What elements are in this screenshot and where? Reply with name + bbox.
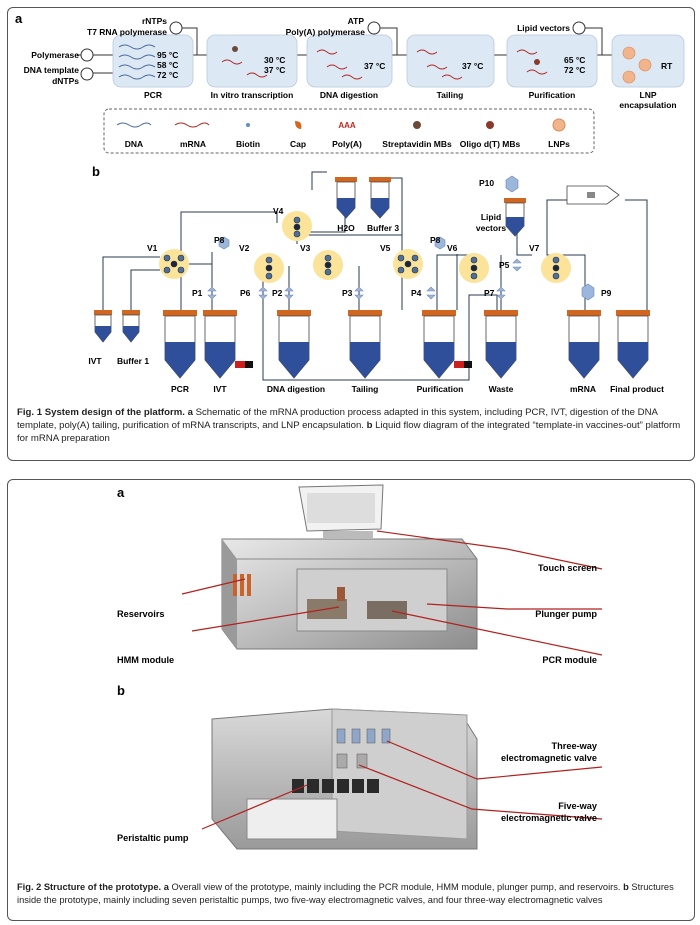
caption-1-a-text: Schematic of the mRNA production process… [17,407,658,432]
label-five-way-2: electromagnetic valve [501,813,597,823]
ivt-temp-2: 37 °C [264,65,285,75]
label-hmm-module: HMM module [117,655,174,665]
pump-p8-right: P8 [430,235,441,245]
tube-mrna: mRNA [570,384,596,394]
caption-2-b-text: Structures inside the prototype, mainly … [17,882,674,905]
pump-p2: P2 [272,288,283,298]
pcr-temp-2: 58 °C [157,60,178,70]
tube-buffer1: Buffer 1 [117,356,149,366]
label-plunger-pump: Plunger pump [535,609,597,619]
pump-p1: P1 [192,288,203,298]
label-pcr-module: PCR module [542,655,597,665]
panel-a-letter: a [15,11,23,26]
tube-h2o: H2O [337,223,355,233]
caption-2-b: b [623,882,629,892]
pump-p6: P6 [240,288,251,298]
input-polymerase: Polymerase [31,50,79,60]
valve-v6: V6 [447,243,458,253]
caption-1-b-text: Liquid flow diagram of the integrated “t… [17,420,681,445]
step-tailing: Tailing [437,90,464,100]
legend-streptavidin: Streptavidin MBs [382,139,452,149]
caption-1-a: a [187,407,193,418]
caption-2-lead: Fig. 2 Structure of the prototype. [17,882,162,892]
lnp-temp: RT [661,61,673,71]
pump-p4: P4 [411,288,422,298]
pump-p8-left: P8 [214,235,225,245]
pump-p9: P9 [601,288,612,298]
valve-v5: V5 [380,243,391,253]
step-purification: Purification [529,90,576,100]
legend-cap: Cap [290,139,306,149]
tailing-temp: 37 °C [462,61,483,71]
tube-lipid: Lipid [481,212,501,222]
label-reservoirs: Reservoirs [117,609,165,619]
valve-v4: V4 [273,206,284,216]
figure-2-illustration: a b Touch screen Reservoirs Plun [117,484,603,850]
tube-purification: Purification [417,384,464,394]
purification-temp-1: 65 °C [564,55,585,65]
input-t7: T7 RNA polymerase [87,27,167,37]
valve-v7: V7 [529,243,540,253]
ivt-temp-1: 30 °C [264,55,285,65]
fig2-panel-b-letter: b [117,683,125,698]
pump-p3: P3 [342,288,353,298]
input-polya-polymerase: Poly(A) polymerase [286,27,366,37]
legend-oligo: Oligo d(T) MBs [460,139,521,149]
figure-1-panel-a: a T7 RNA p [15,11,685,154]
pump-p5: P5 [499,260,510,270]
figure-1-panel-b: b [88,164,664,394]
input-dntps: dNTPs [52,76,79,86]
pump-p7: P7 [484,288,495,298]
label-three-way-2: electromagnetic valve [501,753,597,763]
valve-v1: V1 [147,243,158,253]
tube-vectors: vectors [476,223,507,233]
input-rntps: rNTPs [142,16,167,26]
legend-biotin: Biotin [236,139,260,149]
tube-dna-digestion: DNA digestion [267,384,325,394]
step-pcr: PCR [144,90,162,100]
caption-2-a: a [163,882,169,892]
valve-v2: V2 [239,243,250,253]
tube-tailing: Tailing [352,384,379,394]
pump-p10: P10 [479,178,494,188]
label-three-way-1: Three-way [552,741,598,751]
tube-pcr: PCR [171,384,189,394]
panel-b-letter: b [92,164,100,179]
step-lnp: LNP [640,90,657,100]
caption-1-b: b [366,420,373,432]
figure-2-caption: Fig. 2 Structure of the prototype. a Ove… [17,881,689,907]
input-dna-template: DNA template [24,65,80,75]
caption-2-a-text: Overall view of the prototype, mainly in… [168,882,621,892]
digestion-temp: 37 °C [364,61,385,71]
legend-mrna: mRNA [180,139,206,149]
label-five-way-1: Five-way [558,801,598,811]
figure-1-caption: Fig. 1 System design of the platform. a … [17,406,685,446]
tube-ivt-small: IVT [88,356,102,366]
label-touch-screen: Touch screen [538,563,597,573]
step-lnp-encapsulation: encapsulation [619,100,676,110]
pcr-temp-3: 72 °C [157,70,178,80]
legend-polya: Poly(A) [332,139,362,149]
input-lipid-vectors: Lipid vectors [517,23,570,33]
fig2-panel-a-letter: a [117,485,125,500]
tube-ivt: IVT [213,384,227,394]
tube-buffer3: Buffer 3 [367,223,399,233]
caption-1-lead: Fig. 1 System design of the platform. [17,407,185,418]
step-ivt: In vitro transcription [211,90,294,100]
valve-v3: V3 [300,243,311,253]
purification-temp-2: 72 °C [564,65,585,75]
legend-polya-glyph: AAA [338,121,356,130]
legend-lnps: LNPs [548,139,570,149]
step-digestion: DNA digestion [320,90,378,100]
pcr-temp-1: 95 °C [157,50,178,60]
input-atp: ATP [348,16,365,26]
legend-dna: DNA [125,139,143,149]
tube-final-product: Final product [610,384,664,394]
label-peristaltic: Peristaltic pump [117,833,189,843]
tube-waste: Waste [489,384,514,394]
